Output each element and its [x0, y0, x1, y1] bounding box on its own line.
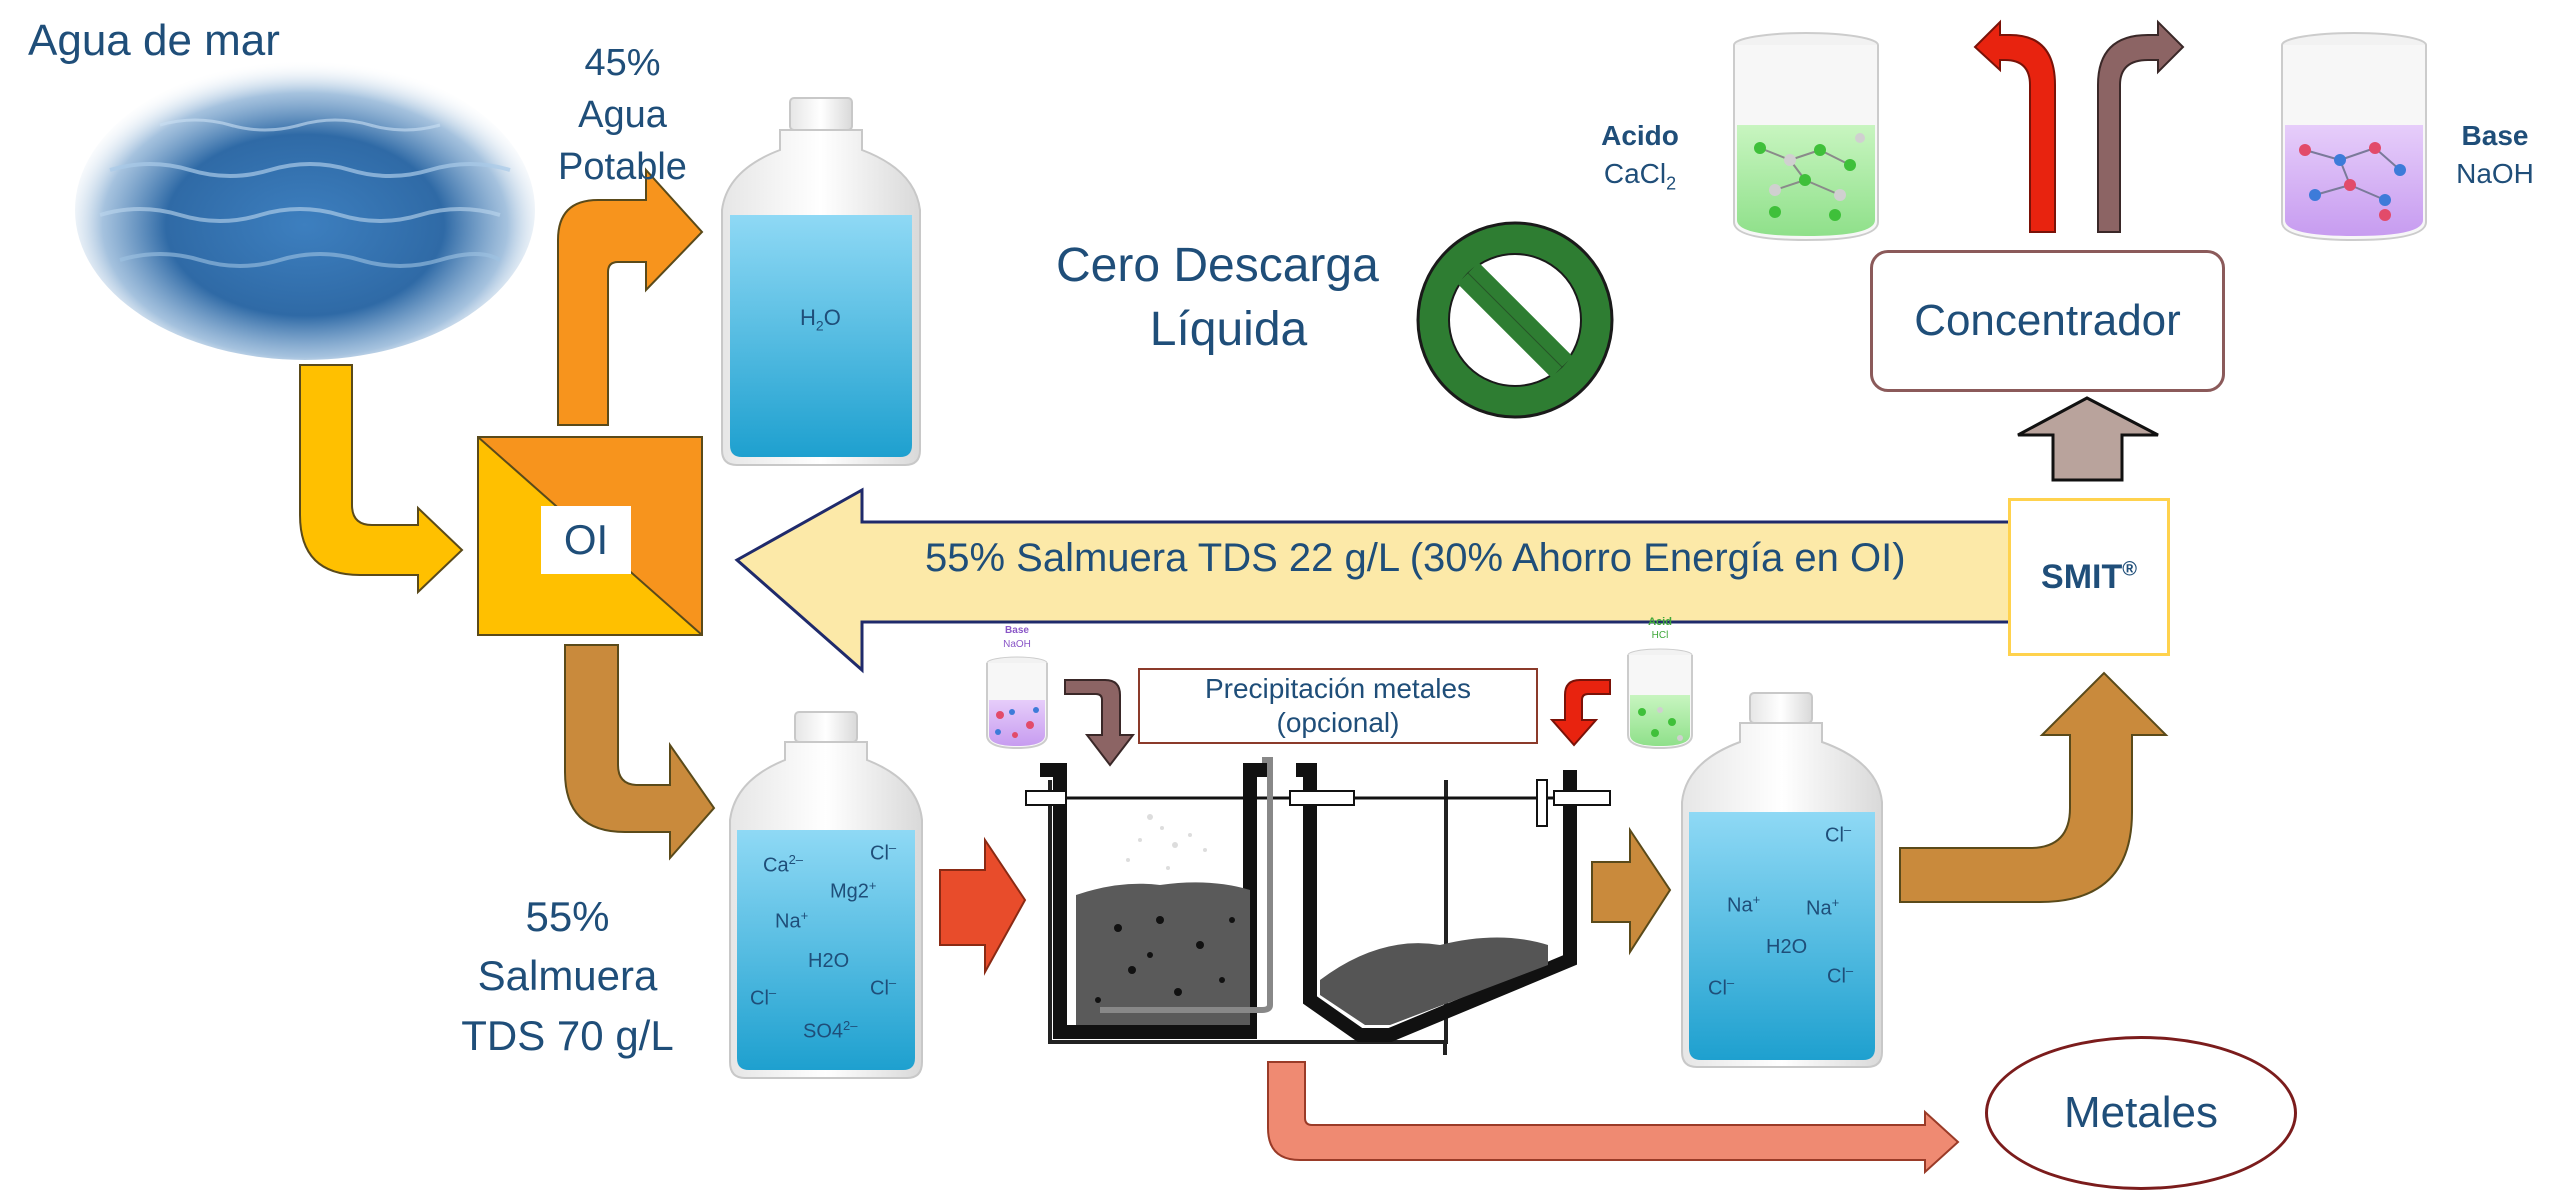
- ion-cl: Cl–: [870, 840, 897, 865]
- ro-to-brine-arrow: [564, 644, 716, 861]
- beaker-icon: [2281, 32, 2427, 242]
- precip-line1: Precipitación metales: [1204, 673, 1472, 704]
- smit-label: SMIT®: [2041, 557, 2137, 596]
- base-formula-label: NaOH: [2456, 158, 2534, 189]
- seawater-label: Agua de mar: [28, 16, 280, 65]
- small-acid-title: Acid: [1648, 616, 1672, 628]
- settler-to-metals-arrow: [1267, 1061, 1960, 1175]
- potable-pct-label: 45%: [584, 42, 661, 84]
- small-base-title: Base: [1005, 625, 1029, 636]
- beaker-icon: [1733, 32, 1879, 242]
- ion-h2o: H2O: [808, 950, 850, 972]
- bottle-icon: [721, 97, 921, 466]
- ion-cl: Cl–: [1825, 822, 1852, 847]
- ro-label: OI: [563, 516, 609, 563]
- acid-title-label: Acido: [1601, 120, 1679, 151]
- beaker-icon: [1627, 648, 1693, 750]
- settler-to-bottle-arrow: [1591, 826, 1672, 956]
- sea-to-ro-arrow: [299, 364, 464, 595]
- concentrator-box: Concentrador: [1870, 250, 2225, 392]
- ion-h2o: H2O: [1766, 936, 1808, 958]
- base-dose-arrow: [1064, 679, 1136, 767]
- zld-line1-label: Cero Descarga: [1056, 239, 1379, 292]
- smit-box: SMIT®: [2008, 498, 2170, 656]
- sea-image: [75, 60, 535, 360]
- ro-unit: [477, 436, 703, 636]
- settler-tank-icon: [1025, 757, 1611, 1055]
- ion-cl: Cl–: [870, 975, 897, 1000]
- beaker-icon: [986, 656, 1048, 750]
- ion-cl: Cl–: [750, 985, 777, 1010]
- ion-na: Na+: [1727, 892, 1761, 917]
- base-title-label: Base: [2461, 120, 2529, 151]
- ion-na: Na+: [775, 908, 809, 933]
- metals-oval: Metales: [1985, 1036, 2297, 1190]
- small-base-formula: NaOH: [1003, 639, 1031, 650]
- ion-so4: SO42–: [803, 1018, 858, 1043]
- no-entry-icon: [1416, 221, 1614, 419]
- zld-line2-label: Líquida: [1149, 303, 1308, 356]
- potable-line1-label: Agua: [578, 94, 667, 136]
- bottle-to-smit-arrow: [1899, 671, 2169, 903]
- ro-to-potable-arrow: [557, 167, 704, 426]
- smit-to-concentrator-arrow: [2017, 396, 2159, 482]
- bottle-icon: [729, 711, 923, 1079]
- ion-ca: Ca2–: [763, 852, 804, 877]
- brine-line2-label: TDS 70 g/L: [461, 1012, 674, 1059]
- ion-cl: Cl–: [1827, 963, 1854, 988]
- precip-line2: (opcional): [1276, 707, 1400, 738]
- bottle-icon: [1681, 692, 1883, 1068]
- concentrator-label: Concentrador: [1914, 296, 2181, 345]
- ion-mg: Mg2+: [830, 878, 877, 903]
- brine-to-settler-arrow: [939, 836, 1027, 976]
- acid-formula-label: CaCl2: [1603, 158, 1677, 194]
- recycle-arrow-label: 55% Salmuera TDS 22 g/L (30% Ahorro Ener…: [925, 536, 1906, 580]
- acid-dose-arrow: [1549, 679, 1611, 747]
- base-output-arrow: [2097, 19, 2185, 233]
- potable-line2-label: Potable: [558, 146, 687, 188]
- brine-pct-label: 55%: [525, 893, 610, 940]
- acid-output-arrow: [1973, 19, 2056, 233]
- ion-cl: Cl–: [1708, 975, 1735, 1000]
- precipitation-box: Precipitación metales (opcional): [1138, 668, 1538, 744]
- small-acid-formula: HCl: [1651, 630, 1669, 641]
- brine-line1-label: Salmuera: [477, 952, 658, 999]
- metals-label: Metales: [2063, 1088, 2219, 1137]
- ion-na: Na+: [1806, 895, 1840, 920]
- potable-water-formula: H2O: [800, 305, 841, 334]
